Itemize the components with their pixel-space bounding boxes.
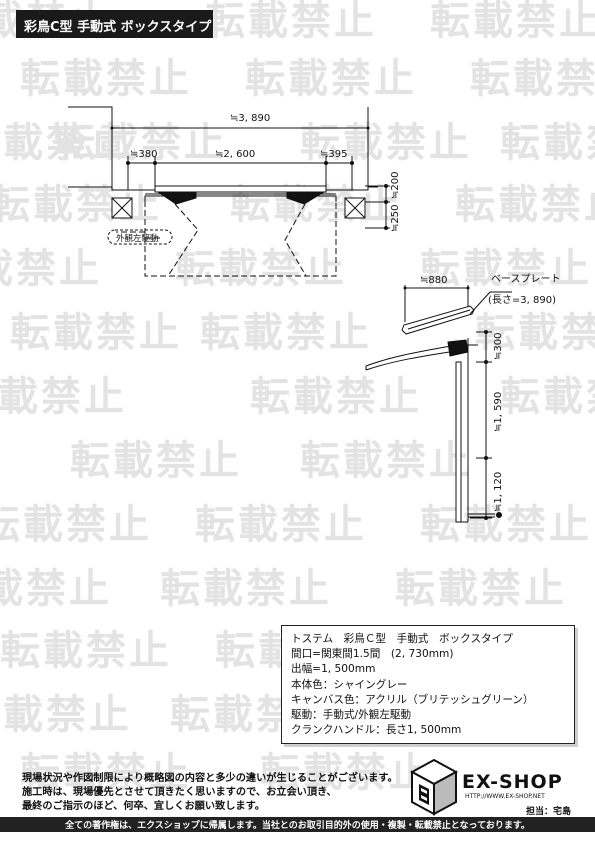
canvas-arm — [365, 343, 463, 367]
copyright-text: 全ての著作権は、エクスショップに帰属します。当社とのお取引目的外の使用・複製・転… — [65, 821, 530, 831]
watermark-text: 転載禁止 — [20, 750, 192, 796]
person-in-charge: 担当：宅島 — [526, 807, 572, 817]
notice-line: 最終のご指示のほど、何卒、宜しくお願い致します。 — [22, 801, 265, 812]
dim-projection: ≒880 — [420, 275, 447, 286]
notice-text: 現場状況や作図制限により概略図の内容と多少の違いが生じることがございます。 施工… — [22, 772, 398, 814]
watermark-text: 転載禁止 — [245, 56, 417, 102]
watermark-text: 転載禁止 — [395, 566, 567, 612]
watermark-text: 転載禁止 — [20, 56, 192, 102]
notice-line: 現場状況や作図制限により概略図の内容と多少の違いが生じることがございます。 — [22, 773, 398, 784]
watermark-text: 転載禁止 — [70, 438, 242, 484]
watermark-text: 転載禁止 — [500, 374, 595, 420]
base-plate-label: ベースプレート — [491, 273, 561, 285]
dim-side-middle: ≒1, 590 — [493, 392, 504, 432]
watermark-text: 転載禁止 — [160, 566, 332, 612]
spec-projection: 出幅=1, 500mm — [291, 663, 376, 676]
watermark-text: 転載禁止 — [0, 374, 127, 420]
spec-box: トステム 彩鳥Ｃ型 手動式 ボックスタイプ 間口=関東間1.5間 (2, 730… — [281, 625, 575, 744]
page-title: 彩鳥C型 手動式 ボックスタイプ — [24, 20, 212, 35]
watermark-text: 転載禁止 — [475, 310, 595, 356]
spec-width: 間口=関東間1.5間 (2, 730mm) — [291, 648, 454, 661]
watermark-text: 転載禁止 — [0, 692, 132, 738]
copyright-footer: 全ての著作権は、エクスショップに帰属します。当社とのお取引目的外の使用・複製・転… — [0, 817, 595, 832]
wall-section — [455, 361, 462, 523]
spec-product-name: トステム 彩鳥Ｃ型 手動式 ボックスタイプ — [291, 633, 513, 645]
watermark-text: 転載禁止 — [175, 246, 347, 292]
awning-box-side — [447, 339, 469, 357]
watermark-text: 転載禁止 — [0, 120, 132, 166]
watermark-text: 転載禁止 — [205, 0, 377, 44]
watermark-text: 転載禁止 — [0, 246, 102, 292]
logo-name: EX-SHOP — [462, 771, 563, 793]
side-view — [365, 285, 512, 523]
watermark-text: 転載禁止 — [10, 310, 182, 356]
watermark-text: 転載禁止 — [500, 120, 595, 166]
spec-canvas-color: キャンバス色：アクリル（ブリテッシュグリーン） — [291, 693, 534, 706]
canvas-outline — [144, 195, 337, 277]
title-bar: 彩鳥C型 手動式 ボックスタイプ — [16, 10, 213, 38]
drive-label: 外観左駆動 — [116, 233, 159, 244]
watermark-text: 転載禁止 — [470, 56, 595, 102]
watermark-text: 転載禁止 — [250, 374, 422, 420]
spec-crank: クランクハンドル：長さ1, 500mm — [291, 724, 462, 737]
watermark-text: 転載禁止 — [0, 566, 112, 612]
watermark-text: 転載禁止 — [420, 246, 592, 292]
spec-drive: 駆動：手動式/外観左駆動 — [291, 708, 412, 721]
drive-label-box — [107, 229, 173, 245]
cube-logo-icon — [410, 758, 458, 816]
dim-lower-height: ≒250 — [390, 205, 401, 232]
watermark-text: 転載禁止 — [300, 438, 472, 484]
company-logo: EX-SHOP HTTP://WWW.EX-SHOP.NET 担当：宅島 — [410, 756, 582, 818]
plan-view — [68, 106, 390, 277]
watermark-text: 転載禁止 — [260, 750, 432, 796]
dim-side-top: ≒300 — [493, 333, 504, 360]
watermark-text: 転載禁止 — [455, 182, 595, 228]
base-plate-length: (長さ=3, 890) — [488, 294, 556, 306]
dim-left-offset: ≒380 — [130, 149, 157, 160]
logo-url: HTTP://WWW.EX-SHOP.NET — [465, 793, 545, 800]
watermark-text: 転載禁止 — [430, 0, 595, 44]
dim-side-bottom: ≒1, 120 — [493, 472, 504, 512]
awning-box — [154, 185, 327, 193]
watermark-text: 転載禁止 — [0, 628, 172, 674]
notice-line: 施工時は、現場優先とさせて頂きたく思いますので、お立会い頂き、 — [22, 787, 337, 798]
watermark-text: 転載禁止 — [0, 502, 152, 548]
dim-center-span: ≒2, 600 — [215, 149, 255, 160]
bracket-left — [156, 191, 197, 205]
watermark-text: 転載禁止 — [195, 502, 367, 548]
watermark-text: 転載禁止 — [200, 310, 372, 356]
dim-top-height: ≒200 — [390, 172, 401, 199]
spec-body-color: 本体色：シャイングレー — [291, 678, 408, 691]
dim-total-width: ≒3, 890 — [230, 113, 270, 124]
watermark-text: 転載禁止 — [420, 502, 592, 548]
dim-right-offset: ≒395 — [320, 149, 347, 160]
